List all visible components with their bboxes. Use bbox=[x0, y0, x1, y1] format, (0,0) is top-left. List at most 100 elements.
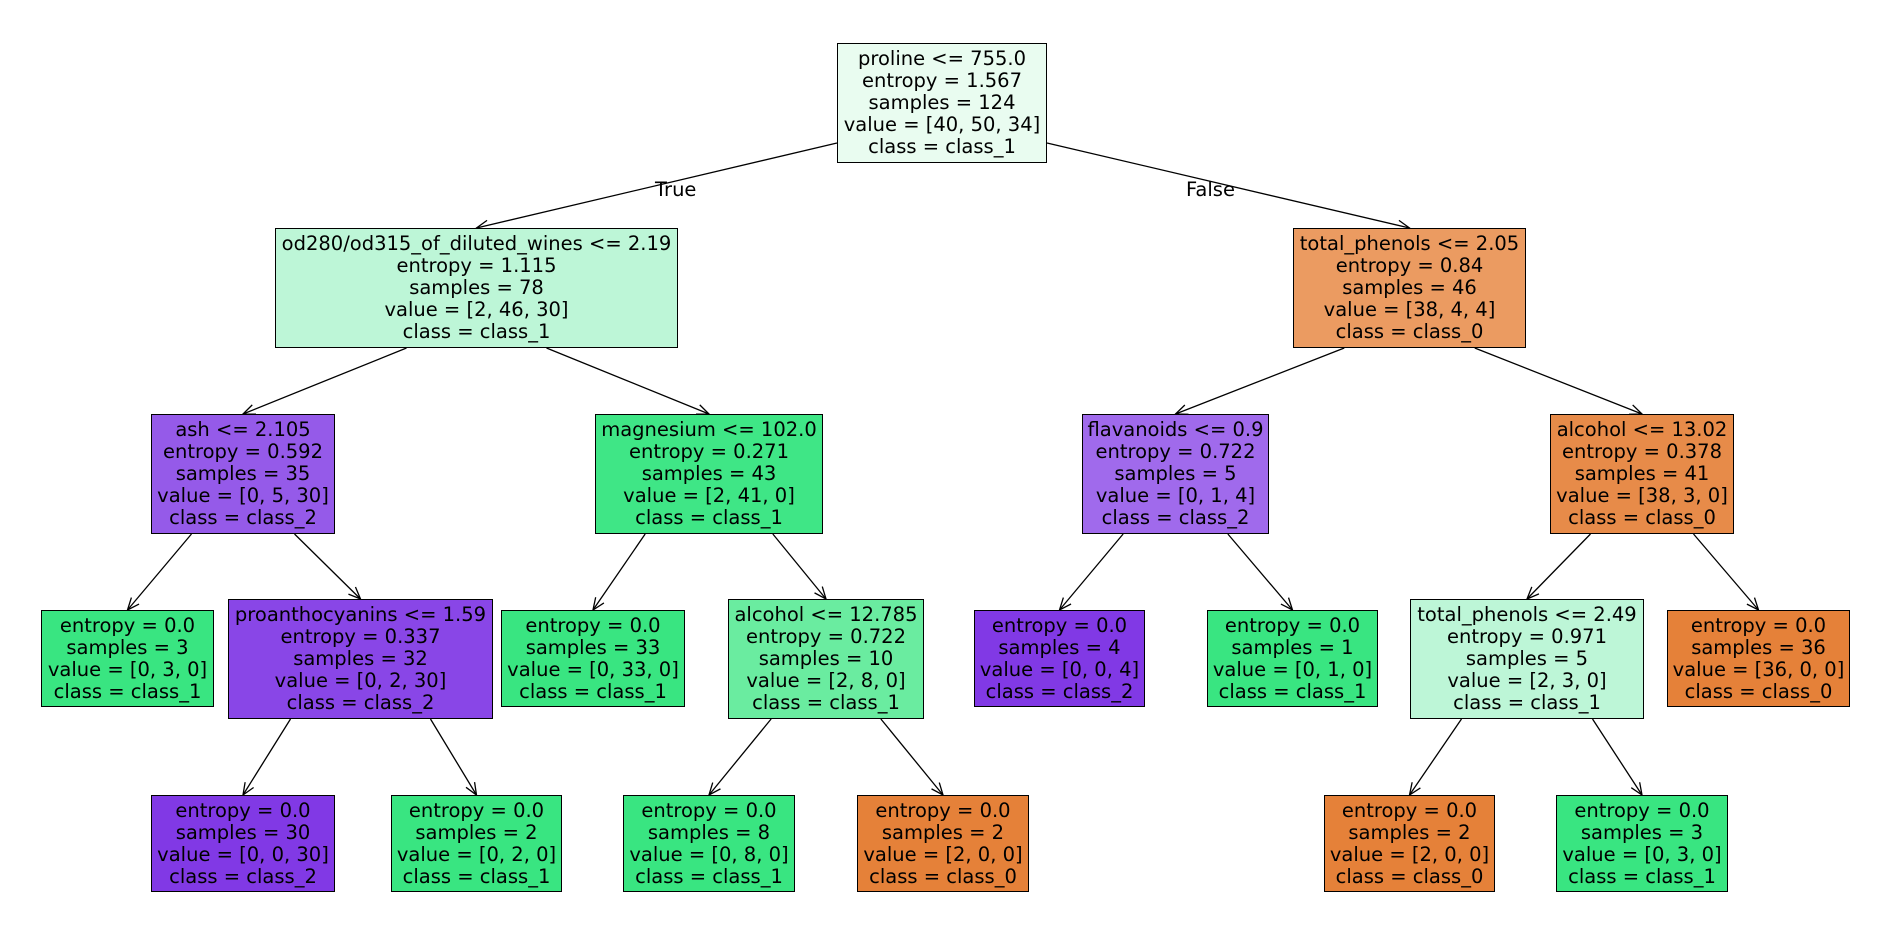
node-text-line: value = [36, 0, 0] bbox=[1672, 657, 1845, 681]
node-text-line: entropy = 0.0 bbox=[1341, 798, 1478, 822]
node-text-line: samples = 30 bbox=[175, 820, 311, 844]
tree-edge-n2-n5 bbox=[1176, 347, 1345, 414]
node-text-line: class = class_0 bbox=[1335, 864, 1484, 888]
node-text-line: class = class_0 bbox=[1568, 506, 1716, 529]
node-text-line: value = [0, 3, 0] bbox=[47, 657, 208, 681]
tree-edge-n4-n9 bbox=[593, 533, 646, 610]
tree-edge-n1-n3 bbox=[243, 347, 407, 414]
tree-edge-n10-n18 bbox=[880, 718, 943, 795]
node-text-line: value = [2, 41, 0] bbox=[623, 484, 795, 507]
node-text-line: entropy = 0.337 bbox=[280, 625, 441, 648]
node-text-line: entropy = 0.0 bbox=[1690, 613, 1827, 637]
tree-edge-n1-n4 bbox=[546, 347, 710, 414]
node-text-line: flavanoids <= 0.9 bbox=[1087, 418, 1264, 441]
node-text-line: samples = 5 bbox=[1465, 647, 1589, 670]
node-text-line: alcohol <= 12.785 bbox=[734, 603, 918, 626]
node-text-line: entropy = 0.0 bbox=[1574, 798, 1710, 822]
node-text-line: samples = 46 bbox=[1342, 276, 1477, 299]
node-text-line: samples = 32 bbox=[293, 647, 428, 670]
node-text-line: value = [0, 0, 4] bbox=[979, 657, 1140, 681]
node-text-line: od280/od315_of_diluted_wines <= 2.19 bbox=[281, 232, 672, 255]
node-text-line: value = [2, 3, 0] bbox=[1447, 669, 1607, 692]
node-text-line: value = [0, 5, 30] bbox=[157, 484, 329, 507]
node-text-line: class = class_0 bbox=[1335, 320, 1484, 343]
node-text-line: samples = 10 bbox=[758, 647, 894, 670]
node-text-line: class = class_1 bbox=[402, 320, 551, 343]
node-text-line: value = [0, 8, 0] bbox=[629, 842, 789, 866]
node-text-line: samples = 124 bbox=[868, 91, 1016, 114]
node-text-line: ash <= 2.105 bbox=[175, 418, 311, 441]
node-text-line: samples = 3 bbox=[66, 635, 189, 659]
node-text-line: class = class_1 bbox=[868, 135, 1016, 158]
node-text-line: samples = 3 bbox=[1580, 820, 1704, 844]
tree-edge-n3-n8 bbox=[294, 533, 361, 599]
node-text-line: class = class_0 bbox=[869, 864, 1017, 888]
node-text-line: entropy = 0.0 bbox=[408, 798, 545, 822]
node-text-line: samples = 33 bbox=[525, 635, 661, 659]
node-text-line: value = [0, 2, 30] bbox=[274, 669, 447, 692]
node-text-line: value = [40, 50, 34] bbox=[843, 113, 1041, 136]
node-text-line: class = class_2 bbox=[169, 506, 317, 529]
edge-label-true: True bbox=[655, 178, 697, 201]
node-text-line: entropy = 0.0 bbox=[525, 613, 661, 637]
node-text-line: class = class_1 bbox=[1568, 864, 1716, 888]
node-text-line: samples = 1 bbox=[1231, 635, 1354, 659]
node-text-line: entropy = 1.115 bbox=[396, 254, 557, 277]
node-text-line: value = [38, 3, 0] bbox=[1556, 484, 1728, 507]
node-text-line: samples = 43 bbox=[641, 462, 777, 485]
node-text-line: class = class_1 bbox=[1453, 691, 1601, 714]
node-text-line: class = class_2 bbox=[169, 864, 317, 888]
tree-edge-n8-n16 bbox=[429, 718, 477, 795]
node-text-line: samples = 2 bbox=[881, 820, 1005, 844]
node-text-line: samples = 41 bbox=[1574, 462, 1710, 485]
node-text-line: entropy = 0.0 bbox=[875, 798, 1011, 822]
node-text-line: samples = 2 bbox=[1348, 820, 1471, 844]
node-text-line: class = class_1 bbox=[635, 506, 783, 529]
node-text-line: proanthocyanins <= 1.59 bbox=[234, 603, 487, 626]
node-text-line: value = [2, 46, 30] bbox=[384, 298, 569, 321]
tree-edge-n6-n13 bbox=[1527, 533, 1591, 599]
node-text-line: class = class_2 bbox=[286, 691, 435, 714]
node-text-line: samples = 2 bbox=[415, 820, 538, 844]
node-text-line: samples = 36 bbox=[1691, 635, 1826, 659]
node-text-line: entropy = 0.592 bbox=[163, 440, 323, 463]
tree-edge-n5-n11 bbox=[1060, 533, 1124, 610]
tree-edge-n13-n19 bbox=[1410, 718, 1463, 795]
node-text-line: samples = 5 bbox=[1114, 462, 1237, 485]
node-text-line: entropy = 1.567 bbox=[862, 69, 1022, 92]
node-text-line: value = [0, 0, 30] bbox=[157, 842, 329, 866]
node-text-line: value = [0, 1, 4] bbox=[1095, 484, 1256, 507]
tree-edge-root-n1 bbox=[477, 142, 838, 228]
node-text-line: value = [0, 1, 0] bbox=[1212, 657, 1373, 681]
node-text-line: total_phenols <= 2.05 bbox=[1299, 232, 1520, 255]
node-text-line: value = [2, 8, 0] bbox=[746, 669, 906, 692]
node-text-line: samples = 78 bbox=[409, 276, 544, 299]
node-text-line: class = class_1 bbox=[1218, 679, 1367, 703]
node-text-line: samples = 8 bbox=[647, 820, 771, 844]
node-text-line: value = [0, 2, 0] bbox=[396, 842, 557, 866]
tree-edge-n10-n17 bbox=[709, 718, 772, 795]
node-text-line: entropy = 0.971 bbox=[1447, 625, 1607, 648]
node-text-line: entropy = 0.0 bbox=[641, 798, 777, 822]
tree-edge-n3-n7 bbox=[128, 533, 192, 610]
tree-edge-n6-n14 bbox=[1693, 533, 1759, 610]
node-text-line: total_phenols <= 2.49 bbox=[1417, 603, 1637, 626]
node-text-line: entropy = 0.722 bbox=[746, 625, 906, 648]
